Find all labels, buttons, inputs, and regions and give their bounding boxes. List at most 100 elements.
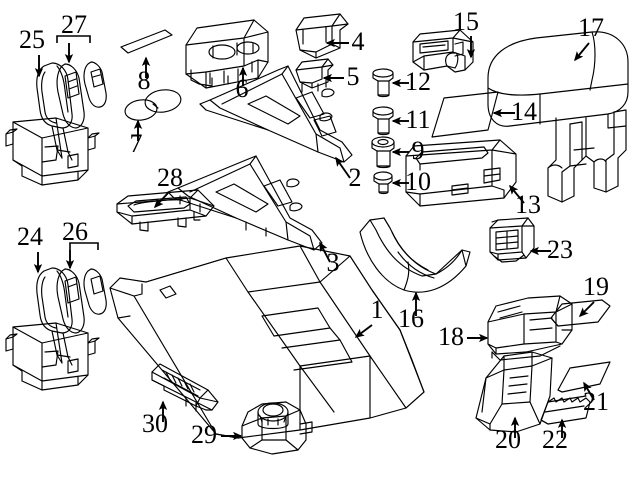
part-gear-shift-assembly-upper bbox=[5, 62, 100, 186]
callout-number-18: 18 bbox=[438, 322, 464, 351]
part-vent-grille-small bbox=[489, 217, 535, 263]
callout-8: 8 bbox=[138, 56, 151, 95]
callout-leader-28 bbox=[153, 192, 169, 209]
callout-20: 20 bbox=[495, 416, 521, 454]
callout-22: 22 bbox=[542, 418, 568, 454]
callout-leader-1 bbox=[354, 324, 373, 338]
part-console-bracket bbox=[359, 217, 471, 293]
callout-leader-17 bbox=[574, 42, 590, 62]
callout-number-15: 15 bbox=[453, 7, 479, 36]
callout-26: 26 bbox=[62, 217, 88, 270]
callout-19: 19 bbox=[578, 272, 609, 318]
callout-15: 15 bbox=[453, 7, 479, 59]
callout-number-1: 1 bbox=[371, 295, 384, 324]
callout-number-13: 13 bbox=[515, 190, 541, 219]
callout-18: 18 bbox=[438, 322, 489, 351]
callout-leader-19 bbox=[578, 301, 595, 318]
callout-5: 5 bbox=[322, 62, 360, 91]
callout-bracket-26 bbox=[69, 242, 99, 250]
callout-number-11: 11 bbox=[405, 105, 430, 134]
part-cup-holder-insert bbox=[185, 19, 269, 89]
callout-number-10: 10 bbox=[405, 167, 431, 196]
callout-leader-13 bbox=[509, 184, 525, 204]
callout-number-14: 14 bbox=[511, 97, 537, 126]
callout-4: 4 bbox=[325, 27, 365, 56]
part-blank-cover-panel bbox=[550, 299, 611, 327]
callout-number-27: 27 bbox=[61, 10, 87, 39]
callout-number-17: 17 bbox=[578, 13, 604, 42]
part-armrest-rail bbox=[412, 29, 474, 73]
callout-number-7: 7 bbox=[130, 129, 143, 158]
part-plug-long bbox=[372, 68, 394, 98]
callout-number-29: 29 bbox=[191, 420, 217, 449]
callout-leader-3 bbox=[319, 241, 331, 263]
part-idrive-rotary-controller bbox=[241, 401, 313, 455]
callout-25: 25 bbox=[19, 25, 45, 78]
callout-number-19: 19 bbox=[583, 272, 609, 301]
callout-6: 6 bbox=[236, 66, 249, 103]
callout-number-30: 30 bbox=[142, 409, 168, 438]
callout-number-28: 28 bbox=[157, 163, 183, 192]
callout-number-25: 25 bbox=[19, 25, 45, 54]
callout-10: 10 bbox=[391, 167, 431, 196]
callout-bracket-27 bbox=[56, 35, 91, 43]
callout-12: 12 bbox=[391, 67, 431, 96]
part-grommet-hollow bbox=[371, 136, 395, 169]
callout-21: 21 bbox=[583, 381, 609, 416]
callout-number-20: 20 bbox=[495, 425, 521, 454]
callout-number-5: 5 bbox=[347, 62, 360, 91]
part-shift-knob-trim-pair-upper bbox=[56, 61, 107, 129]
callout-29: 29 bbox=[191, 420, 243, 449]
part-console-trim-panel-upper bbox=[199, 65, 353, 163]
callout-17: 17 bbox=[574, 13, 604, 62]
callout-number-16: 16 bbox=[398, 304, 424, 333]
part-switch-button-panel bbox=[151, 363, 219, 412]
part-ribbed-trim-strip bbox=[540, 395, 591, 425]
callout-9: 9 bbox=[391, 136, 425, 165]
callout-number-22: 22 bbox=[542, 425, 568, 454]
callouts-layer: 1234567891011121314151617181920212223242… bbox=[17, 7, 609, 454]
part-center-console-body bbox=[109, 245, 425, 439]
callout-number-9: 9 bbox=[412, 136, 425, 165]
callout-11: 11 bbox=[391, 105, 431, 134]
callout-16: 16 bbox=[398, 291, 424, 333]
callout-14: 14 bbox=[492, 97, 537, 126]
callout-number-26: 26 bbox=[62, 217, 88, 246]
callout-24: 24 bbox=[17, 222, 43, 274]
part-armrest-lid bbox=[487, 31, 629, 203]
part-storage-tray-deep bbox=[295, 13, 349, 59]
callout-number-12: 12 bbox=[405, 67, 431, 96]
callout-number-8: 8 bbox=[138, 66, 151, 95]
callout-27: 27 bbox=[61, 10, 87, 64]
callout-number-6: 6 bbox=[236, 74, 249, 103]
part-rear-air-vent-housing bbox=[487, 295, 573, 361]
callout-number-3: 3 bbox=[327, 248, 340, 277]
callout-number-23: 23 bbox=[547, 235, 573, 264]
callout-2: 2 bbox=[335, 156, 362, 192]
callout-number-21: 21 bbox=[583, 387, 609, 416]
callout-3: 3 bbox=[319, 241, 340, 277]
part-bin-liner-mat bbox=[431, 91, 499, 138]
part-storage-tray-small bbox=[295, 58, 334, 93]
callout-23: 23 bbox=[529, 235, 573, 264]
part-cup-holder-ring-pair bbox=[124, 89, 182, 121]
part-trim-strip bbox=[120, 29, 173, 54]
callout-leader-21 bbox=[583, 381, 595, 401]
callout-1: 1 bbox=[354, 295, 384, 338]
callout-number-2: 2 bbox=[349, 163, 362, 192]
part-console-trim-panel-lower bbox=[167, 155, 323, 251]
callout-13: 13 bbox=[509, 184, 541, 219]
callout-number-4: 4 bbox=[352, 27, 365, 56]
part-rear-vent-trim-panel bbox=[475, 351, 553, 433]
part-shift-knob-trim-pair-lower bbox=[56, 268, 107, 334]
callout-30: 30 bbox=[142, 400, 168, 438]
callout-28: 28 bbox=[153, 163, 183, 209]
part-cover-plate bbox=[557, 361, 611, 393]
callout-number-24: 24 bbox=[17, 222, 43, 251]
callout-7: 7 bbox=[130, 119, 143, 158]
part-plug-medium bbox=[372, 106, 394, 136]
part-storage-bin bbox=[405, 139, 517, 207]
callout-leader-2 bbox=[335, 156, 351, 179]
